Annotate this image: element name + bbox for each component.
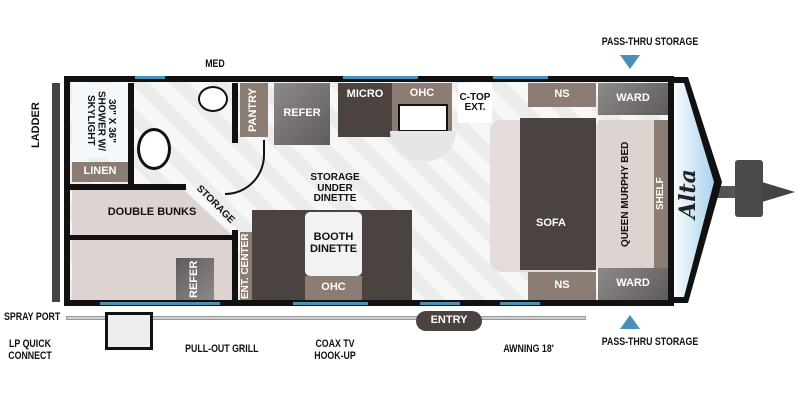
- awning-label: AWNING 18': [503, 343, 554, 355]
- bunk-refer: REFER: [176, 258, 214, 300]
- ladder-label: LADDER: [30, 102, 43, 148]
- booth-dinette: BOOTH DINETTE: [305, 212, 362, 276]
- linen: LINEN: [72, 162, 128, 182]
- brand-logo: Alta: [675, 169, 701, 221]
- ladder: [52, 83, 60, 302]
- entry-door[interactable]: ENTRY: [416, 311, 482, 331]
- wall: [128, 83, 134, 188]
- queen-murphy-bed: QUEEN MURPHY BED: [598, 120, 654, 268]
- lp-quick-connect-label: LP QUICK CONNECT: [8, 338, 52, 362]
- arrow-up-icon: [620, 315, 640, 329]
- awning: [66, 316, 586, 320]
- grill: [105, 312, 153, 350]
- pass-thru-top-label: PASS-THRU STORAGE: [601, 36, 699, 49]
- microwave-cooktop: MICRO: [338, 83, 392, 137]
- wall: [232, 230, 238, 302]
- sink: [198, 86, 228, 112]
- window: [343, 76, 418, 79]
- shower: 30" X 36" SHOWER W/ SKYLIGHT: [72, 83, 128, 158]
- storage-under-dinette: STORAGE UNDER DINETTE: [310, 172, 360, 205]
- sofa: SOFA: [520, 118, 596, 270]
- nightstand-bottom: NS: [528, 272, 596, 300]
- wall: [66, 184, 186, 190]
- wardrobe-top: WARD: [598, 83, 668, 115]
- refrigerator: REFER: [274, 83, 330, 145]
- toilet: [137, 128, 171, 170]
- kitchen-sink: [398, 104, 448, 132]
- window: [420, 302, 460, 305]
- window: [100, 302, 220, 305]
- coax-tv-label: COAX TV HOOK-UP: [314, 338, 356, 362]
- ohc-kitchen: OHC: [409, 87, 435, 100]
- med-label: MED: [205, 58, 225, 71]
- pantry: PANTRY: [240, 83, 268, 137]
- coupler: [762, 182, 795, 202]
- window: [135, 76, 165, 79]
- nightstand-top: NS: [528, 83, 596, 107]
- spray-port-label: SPRAY PORT: [4, 311, 61, 323]
- window: [500, 302, 540, 305]
- window: [493, 76, 548, 79]
- pass-thru-bottom-label: PASS-THRU STORAGE: [601, 336, 699, 349]
- shelf: SHELF: [654, 120, 668, 268]
- wall: [232, 83, 238, 143]
- arrow-down-icon: [620, 55, 640, 69]
- tongue-jack: [735, 160, 763, 217]
- wardrobe-bottom: WARD: [598, 268, 668, 300]
- window: [293, 302, 368, 305]
- wall: [66, 235, 236, 240]
- pull-out-grill-label: PULL-OUT GRILL: [185, 343, 259, 355]
- ohc-dinette: OHC: [305, 276, 362, 300]
- ent-center: ENT. CENTER: [239, 232, 252, 300]
- c-top-ext: C-TOP EXT.: [458, 83, 492, 123]
- front-cap: Alta: [660, 77, 722, 303]
